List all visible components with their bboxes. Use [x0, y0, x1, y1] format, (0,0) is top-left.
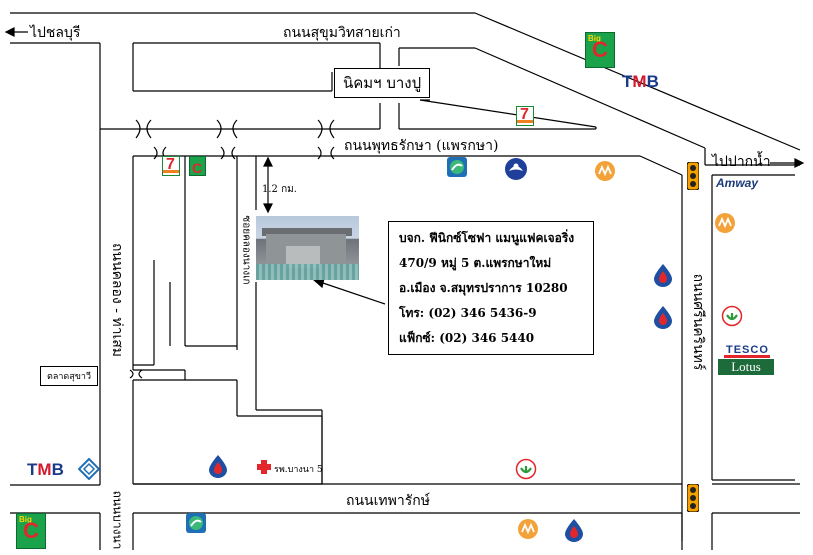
hospital-label: รพ.บางนา 5 — [274, 465, 323, 475]
tmb-logo: TMB — [27, 460, 64, 479]
company-address-1: 470/9 หมู่ 5 ต.แพรกษาใหม่ — [399, 256, 552, 270]
krungsri-icon — [518, 519, 538, 539]
kbank-icon — [721, 305, 743, 327]
factory-photo — [256, 216, 359, 280]
bangpu-estate-box: นิคมฯ บางปู — [334, 68, 431, 98]
seven-eleven-logo: 7 — [162, 156, 180, 176]
thepharak-road-label: ถนนเทพารักษ์ — [346, 493, 430, 509]
ptt-icon — [654, 306, 672, 329]
ptt-icon — [209, 455, 227, 478]
bangchak-icon — [186, 513, 206, 533]
bangna-road-label: ถนนบางนา — [110, 490, 125, 550]
bangchak-icon — [447, 157, 467, 177]
tmb-logo: TMB — [622, 72, 659, 91]
company-name: บจก. ฟีนิกซ์โซฟา แมนูแฟคเจอริ่ง — [399, 231, 575, 245]
kbank-icon — [515, 458, 537, 480]
hospital-cross-icon — [257, 460, 271, 474]
to-paknam-label: ไปปากน้ำ — [712, 154, 771, 170]
phuttharaksa-road-label: ถนนพุทธรักษา (แพรกษา) — [344, 138, 499, 154]
bigc-logo: C — [189, 156, 206, 176]
to-chonburi-label: ไปชลบุรี — [30, 25, 81, 41]
ptt-icon — [565, 519, 583, 542]
company-fax: แฟ็กซ์: (02) 346 5440 — [399, 331, 535, 345]
soi-label: ซอยคลองนางเก — [240, 215, 252, 285]
market-box: ตลาดสุขาวี — [40, 366, 99, 386]
company-info-box: บจก. ฟีนิกซ์โซฟา แมนูแฟคเจอริ่ง 470/9 หม… — [388, 221, 594, 355]
ptt-icon — [654, 264, 672, 287]
krungsri-icon — [715, 213, 735, 233]
krungsri-icon — [595, 161, 615, 181]
distance-label: 1.2 กม. — [262, 184, 297, 195]
company-address-2: อ.เมือง จ.สมุทรปราการ 10280 — [399, 281, 568, 295]
khlong-road-label: ถนนคลอง - ท่าเสม — [109, 242, 125, 358]
sukhumvit-road-label: ถนนสุขุมวิทสายเก่า — [283, 25, 401, 41]
seven-eleven-logo: 7 — [516, 106, 534, 126]
traffic-light-icon — [687, 162, 699, 190]
traffic-light-icon — [687, 484, 699, 512]
bank-diamond-icon — [78, 458, 100, 480]
bank-emblem-icon — [505, 158, 527, 180]
company-phone: โทร: (02) 346 5436-9 — [399, 306, 537, 320]
srinakarin-road-label: ถนนศรีนครินทร์ — [690, 273, 706, 371]
amway-logo: Amway — [716, 176, 759, 190]
